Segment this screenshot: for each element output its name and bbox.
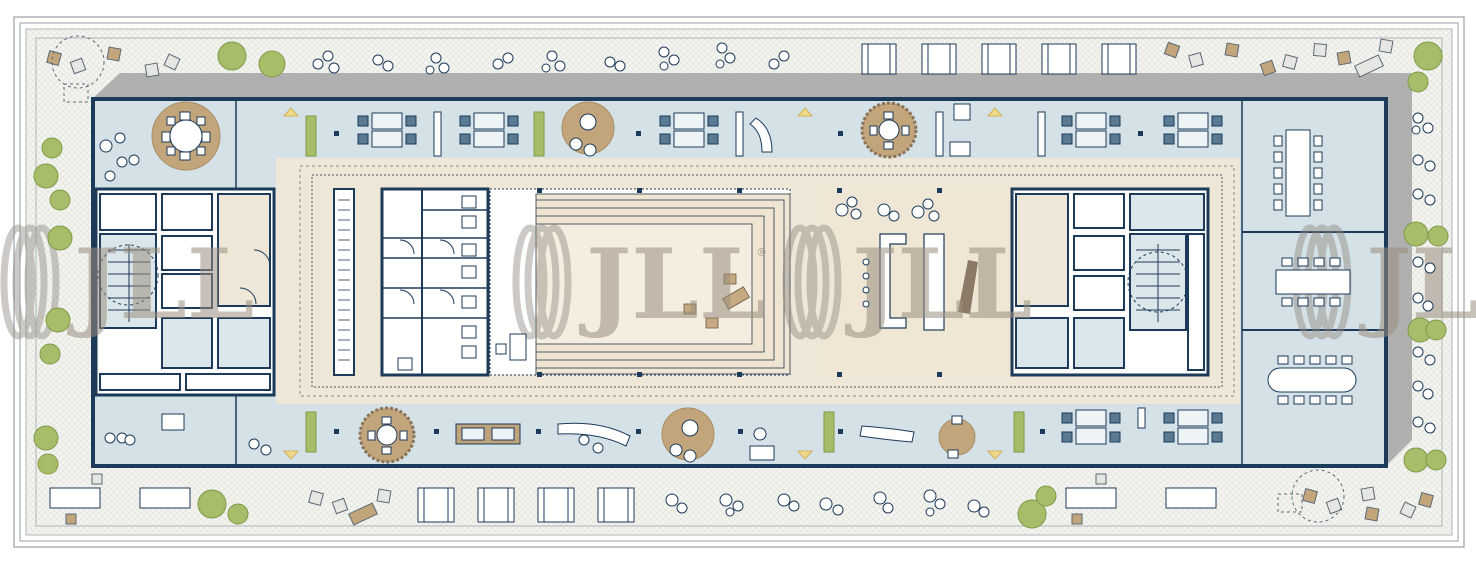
round-table-6 <box>938 415 976 459</box>
round-table-3 <box>358 406 416 464</box>
plants <box>33 41 1449 529</box>
round-table-4 <box>561 101 615 157</box>
round-table-5 <box>661 407 715 463</box>
reception-lounge <box>820 189 1010 375</box>
toilet-block <box>333 187 490 377</box>
watermark-registered-mark: ® <box>756 246 767 259</box>
terrace-stools <box>46 38 1434 526</box>
round-table-1 <box>151 101 221 171</box>
desk-cluster-8 <box>455 423 521 445</box>
right-core <box>1010 187 1210 377</box>
jll-watermark: JLL JLL JLL JLL ® <box>0 224 1476 341</box>
desk-clusters <box>357 112 1223 445</box>
desk-cluster-3 <box>659 112 719 148</box>
boardroom-table-1 <box>1273 129 1323 217</box>
boardroom-table-2 <box>1275 257 1351 307</box>
round-meeting-tables <box>151 101 976 464</box>
watermark-text-right: JLL <box>844 228 1032 341</box>
skylight-markers <box>283 107 1003 460</box>
columns <box>334 131 1143 434</box>
desk-cluster-7 <box>1163 409 1223 445</box>
umbrellas <box>51 35 1345 523</box>
left-core <box>94 187 276 397</box>
lounge-chair-groups <box>99 42 1436 518</box>
watermark-text-center: JLL <box>578 228 766 341</box>
desk-cluster-2 <box>459 112 519 148</box>
desk-cluster-4 <box>1061 112 1121 148</box>
planter-boxes <box>305 111 1025 453</box>
desk-cluster-5 <box>1163 112 1223 148</box>
round-table-2 <box>860 101 918 159</box>
watermark-text-left: JLL <box>66 228 254 341</box>
boardroom-table-3 <box>1267 355 1357 405</box>
white-panels <box>161 103 1146 461</box>
boardroom-tables <box>1267 129 1357 405</box>
curved-sofas <box>557 117 915 447</box>
desk-cluster-1 <box>357 112 417 148</box>
terrace-benches <box>49 43 1217 523</box>
atrium-steps <box>489 188 791 376</box>
desk-cluster-6 <box>1061 409 1121 445</box>
